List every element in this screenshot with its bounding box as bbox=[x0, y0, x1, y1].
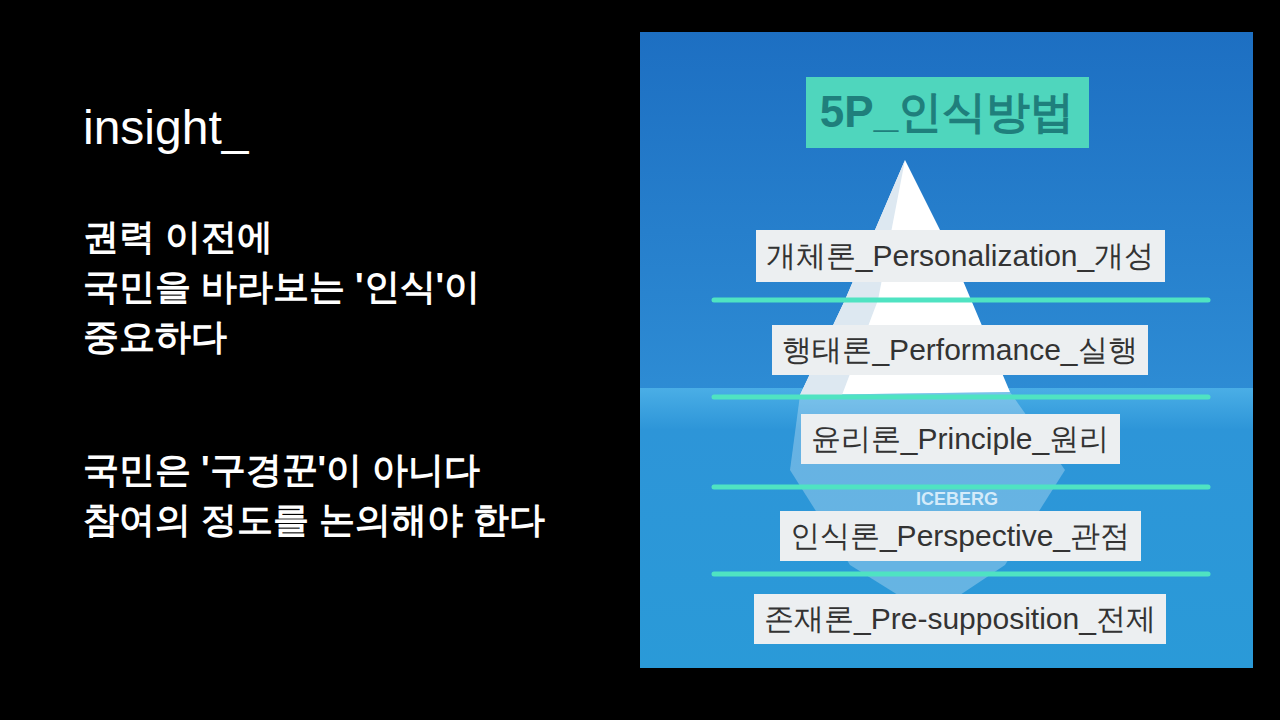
separator-line bbox=[714, 395, 1208, 400]
separator-line bbox=[714, 485, 1208, 490]
insight-text: 권력 이전에 국민을 바라보는 '인식'이 중요하다 bbox=[83, 212, 480, 362]
slide-title: insight_ bbox=[83, 100, 248, 156]
separator-line bbox=[714, 572, 1208, 577]
level-box: 윤리론_Principle_원리 bbox=[801, 414, 1120, 464]
panel-sea bbox=[640, 388, 1253, 668]
level-box: 존재론_Pre-supposition_전제 bbox=[754, 594, 1166, 644]
box-text: 행태론_Performance_실행 bbox=[782, 333, 1137, 368]
separator-line bbox=[714, 298, 1208, 303]
level-box: 개체론_Personalization_개성 bbox=[756, 230, 1165, 282]
box-text: 인식론_Perspective_관점 bbox=[790, 519, 1130, 554]
title-box: 5P_인식방법 bbox=[806, 77, 1089, 148]
panel-sky bbox=[640, 32, 1253, 668]
box-text: 윤리론_Principle_원리 bbox=[811, 422, 1109, 457]
separator-lines bbox=[714, 300, 1208, 574]
box-text: 존재론_Pre-supposition_전제 bbox=[764, 602, 1156, 637]
box-text: 개체론_Personalization_개성 bbox=[766, 239, 1155, 274]
watermark: ICEBERG bbox=[916, 489, 998, 509]
insight-text: 국민은 '구경꾼'이 아니다 참여의 정도를 논의해야 한다 bbox=[83, 445, 545, 545]
level-box: 행태론_Performance_실행 bbox=[772, 325, 1148, 375]
box-text: 5P_인식방법 bbox=[820, 87, 1074, 138]
level-box: 인식론_Perspective_관점 bbox=[780, 511, 1141, 561]
